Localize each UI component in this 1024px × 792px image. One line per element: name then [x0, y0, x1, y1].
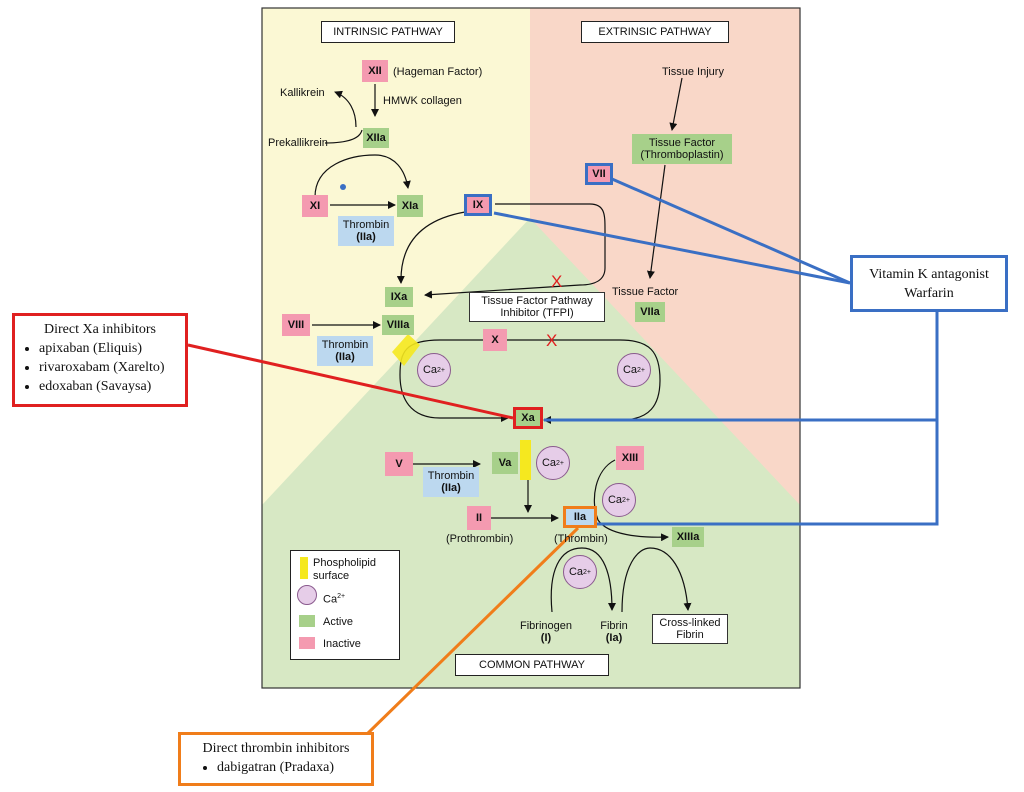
thrombin-callout-connector — [363, 526, 580, 738]
phospholipid-surface-va — [520, 440, 531, 480]
intrinsic-pathway-header: INTRINSIC PATHWAY — [321, 21, 455, 43]
vitk-connector-ix — [493, 211, 851, 285]
thrombin-inhibitors-title: Direct thrombin inhibitors — [202, 741, 350, 756]
crosslinked-fibrin-box: Cross-linked Fibrin — [652, 614, 728, 644]
marker-dot — [340, 184, 346, 190]
thrombin-inhibitors-callout: Direct thrombin inhibitors dabigatran (P… — [178, 732, 374, 786]
fibrin-label: Fibrin(Ia) — [600, 620, 628, 644]
tfpi-block-mark-2: X — [546, 331, 557, 350]
xa-inhibitors-title: Direct Xa inhibitors — [44, 322, 156, 337]
tissue-factor-line1: Tissue Factor — [648, 137, 716, 149]
xa-inhibitor-item: edoxaban (Savaysa) — [39, 377, 179, 396]
factor-ix: IX — [464, 194, 492, 216]
thrombin-iia-box-2: Thrombin (IIa) — [317, 336, 373, 366]
factor-viii: VIII — [282, 314, 310, 336]
xa-inhibitor-item: apixaban (Eliquis) — [39, 339, 179, 358]
thrombin-iia-box-3: Thrombin (IIa) — [423, 467, 479, 497]
common-pathway-header: COMMON PATHWAY — [455, 654, 609, 676]
legend-calcium-label: Ca2+ — [323, 593, 346, 606]
tissue-factor-line2: (Thromboplastin) — [640, 149, 724, 161]
factor-viia: VIIa — [635, 302, 665, 322]
iia-label: (IIa) — [356, 231, 376, 243]
prekallikrein-label: Prekallikrein — [268, 137, 328, 149]
vitamin-k-callout: Vitamin K antagonist Warfarin — [850, 255, 1008, 312]
prothrombin-label: (Prothrombin) — [446, 533, 514, 545]
tfpi-block-mark-1: X — [551, 272, 562, 291]
legend-inactive-swatch — [299, 637, 315, 649]
vitk-connector-vii — [611, 177, 851, 285]
factor-xiiia: XIIIa — [672, 527, 704, 547]
crosslinked-line2: Fibrin — [676, 629, 704, 641]
factor-xiia: XIIa — [363, 128, 389, 148]
thrombin-inhibitor-item: dabigatran (Pradaxa) — [217, 758, 365, 777]
legend-active-label: Active — [323, 616, 353, 628]
hmwk-collagen-label: HMWK collagen — [383, 95, 462, 107]
tissue-factor-thromboplastin: Tissue Factor (Thromboplastin) — [632, 134, 732, 164]
legend-phospholipid-swatch — [300, 557, 308, 579]
phospholipid-surface-viiia — [392, 334, 420, 366]
legend-phospholipid-label: Phospholipid — [313, 557, 376, 569]
tfpi-line1: Tissue Factor Pathway — [481, 295, 593, 307]
xa-inhibitor-item: rivaroxabam (Xarelto) — [39, 358, 179, 377]
thrombin-paren-label: (Thrombin) — [554, 533, 608, 545]
tfpi-box: Tissue Factor Pathway Inhibitor (TFPI) — [469, 292, 605, 322]
factor-ixa: IXa — [385, 287, 413, 307]
tissue-factor-label: Tissue Factor — [612, 286, 679, 298]
kallikrein-label: Kallikrein — [280, 87, 325, 99]
crosslinked-line1: Cross-linked — [659, 617, 721, 629]
factor-xii: XII — [362, 60, 388, 82]
factor-v: V — [385, 452, 413, 476]
factor-viiia: VIIIa — [382, 315, 414, 335]
factor-va: Va — [492, 452, 518, 474]
diagram-frame — [261, 7, 801, 689]
factor-x: X — [483, 329, 507, 351]
legend-active-swatch — [299, 615, 315, 627]
tissue-injury-label: Tissue Injury — [662, 66, 724, 78]
factor-xiii: XIII — [616, 446, 644, 470]
tfpi-line2: Inhibitor (TFPI) — [500, 307, 574, 319]
vitk-connector-iia — [597, 420, 939, 526]
legend-calcium-swatch — [297, 585, 317, 605]
extrinsic-pathway-header: EXTRINSIC PATHWAY — [581, 21, 729, 43]
vitamin-k-line1: Vitamin K antagonist — [869, 267, 989, 282]
legend: Phospholipid surface Ca2+ Active Inactiv… — [290, 550, 400, 660]
factor-xi: XI — [302, 195, 328, 217]
vitamin-k-line2: Warfarin — [904, 286, 954, 301]
legend-phospholipid-label-2: surface — [313, 570, 350, 582]
thrombin-iia-box-1: Thrombin (IIa) — [338, 216, 394, 246]
fibrinogen-label: Fibrinogen(I) — [520, 620, 572, 644]
iia-label: (IIa) — [335, 351, 355, 363]
xa-inhibitors-callout: Direct Xa inhibitors apixaban (Eliquis) … — [12, 313, 188, 407]
factor-vii: VII — [585, 163, 613, 185]
legend-inactive-label: Inactive — [323, 638, 361, 650]
thrombin-label: Thrombin — [321, 339, 369, 351]
factor-xa: Xa — [513, 407, 543, 429]
iia-label: (IIa) — [441, 482, 461, 494]
factor-iia: IIa — [563, 506, 597, 528]
hageman-factor-label: (Hageman Factor) — [393, 66, 483, 78]
thrombin-label: Thrombin — [427, 470, 475, 482]
thrombin-label: Thrombin — [342, 219, 390, 231]
factor-ii: II — [467, 506, 491, 530]
xa-callout-connector — [187, 343, 514, 420]
factor-xia: XIa — [397, 195, 423, 217]
